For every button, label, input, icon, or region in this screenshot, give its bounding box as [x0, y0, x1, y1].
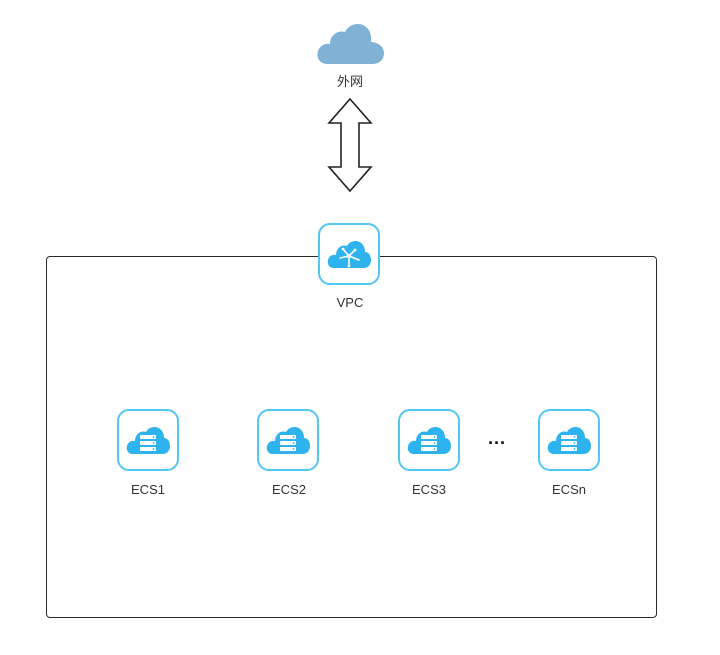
server-cloud-icon [126, 426, 170, 454]
server-cloud-icon [407, 426, 451, 454]
more-nodes-ellipsis: ··· [488, 433, 506, 453]
internet-cloud-icon [314, 18, 386, 70]
ecs-label-1: ECS1 [131, 482, 165, 497]
ecs-node-3[interactable] [398, 409, 460, 471]
ecs-label-3: ECS3 [412, 482, 446, 497]
internet-label: 外网 [336, 74, 363, 89]
server-cloud-icon [266, 426, 310, 454]
ecs-label-2: ECS2 [272, 482, 306, 497]
ecs-label-n: ECSn [552, 482, 586, 497]
ecs-node-2[interactable] [257, 409, 319, 471]
vpc-node[interactable] [318, 223, 380, 285]
ecs-node-n[interactable] [538, 409, 600, 471]
double-arrow-icon [326, 97, 374, 193]
vpc-label: VPC [336, 295, 364, 310]
vpc-cloud-icon [327, 240, 371, 268]
ecs-node-1[interactable] [117, 409, 179, 471]
server-cloud-icon [547, 426, 591, 454]
